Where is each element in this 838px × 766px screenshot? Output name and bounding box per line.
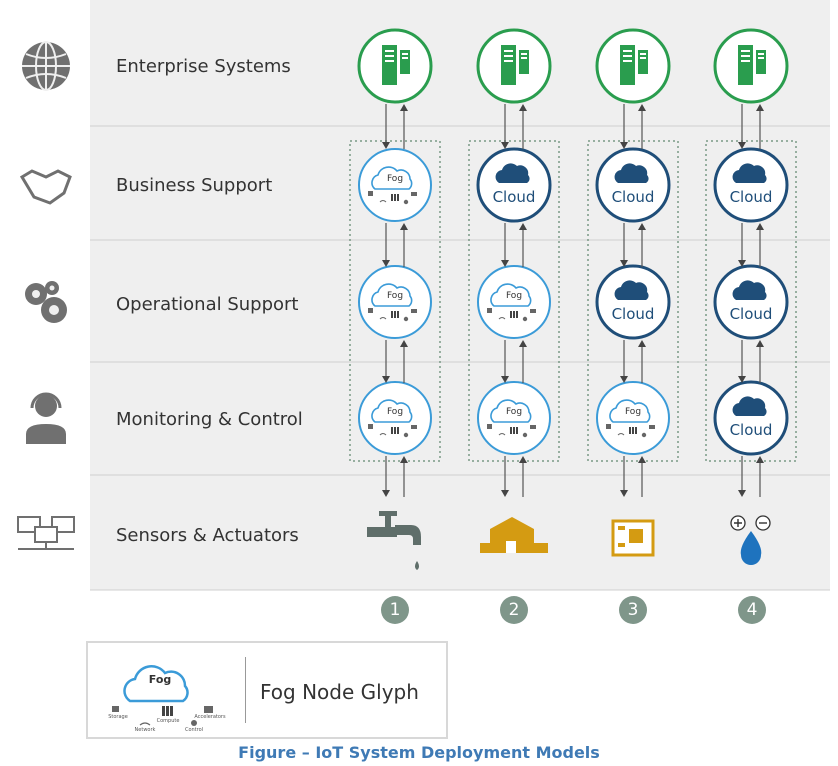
arrow-pair: [382, 223, 408, 267]
fog-node-label: Fog: [506, 291, 522, 301]
column-number-3: 3: [619, 596, 647, 624]
row-label-sensors: Sensors & Actuators: [116, 525, 299, 546]
legend-glyph-title: Fog: [149, 673, 172, 686]
globe-icon: [22, 41, 70, 91]
fog-node-icon: Fog: [477, 265, 551, 339]
legend-cloud-outline: [123, 665, 189, 703]
legend-part-label: Accelerators: [194, 714, 226, 720]
figure-caption: Figure – IoT System Deployment Models: [238, 743, 600, 762]
compute-bar: [162, 706, 165, 716]
arrow-pair: [620, 223, 646, 267]
server-node-icon: [595, 28, 671, 104]
compute-bar: [166, 706, 169, 716]
fog-node-label: Fog: [387, 174, 403, 184]
cloud-node-label: Cloud: [730, 305, 773, 323]
cloud-node-label: Cloud: [612, 305, 655, 323]
fog-node-label: Fog: [387, 407, 403, 417]
cloud-node-icon: Cloud: [595, 147, 671, 223]
gears-icon: [25, 281, 67, 323]
legend-label: Fog Node Glyph: [260, 680, 419, 704]
water-drop-charge-icon: [730, 515, 771, 565]
legend-part-label: Storage: [108, 714, 128, 720]
control-icon: [191, 720, 197, 726]
handshake-icon: [19, 169, 72, 205]
house-icon: [480, 517, 548, 553]
cloud-node-icon: Cloud: [476, 147, 552, 223]
fog-node-icon: Fog: [358, 381, 432, 455]
fog-node-label: Fog: [387, 291, 403, 301]
arrow-pair: [738, 104, 764, 149]
fog-node-icon: Fog: [477, 381, 551, 455]
tier-container: [587, 140, 679, 462]
column-number-1: 1: [381, 596, 409, 624]
fog-node-label: Fog: [506, 407, 522, 417]
server-node-icon: [713, 28, 789, 104]
network-icon: [17, 516, 75, 550]
arrow-pair: [382, 340, 408, 383]
cloud-node-label: Cloud: [730, 188, 773, 206]
arrow-pair: [620, 104, 646, 149]
cloud-node-icon: Cloud: [713, 380, 789, 456]
cloud-node-label: Cloud: [730, 421, 773, 439]
cloud-node-icon: Cloud: [713, 264, 789, 340]
arrow-pair: [738, 456, 764, 497]
fog-node-label: Fog: [625, 407, 641, 417]
arrow-pair: [501, 223, 527, 267]
cloud-node-icon: Cloud: [595, 264, 671, 340]
column-number-4: 4: [738, 596, 766, 624]
arrow-pair: [620, 456, 646, 497]
arrow-pair: [738, 340, 764, 383]
legend-part-label: Compute: [157, 718, 180, 724]
row-label-monitoring: Monitoring & Control: [116, 409, 303, 430]
network-wave-icon: [139, 722, 151, 726]
row-label-enterprise: Enterprise Systems: [116, 56, 291, 77]
fog-node-icon: Fog: [358, 265, 432, 339]
fog-node-icon: Fog: [358, 148, 432, 222]
arrow-pair: [738, 223, 764, 267]
cloud-node-icon: Cloud: [713, 147, 789, 223]
arrow-pair: [382, 104, 408, 149]
circuit-board-icon: [611, 519, 655, 557]
column-number-2: 2: [500, 596, 528, 624]
arrow-pair: [620, 340, 646, 383]
cloud-node-label: Cloud: [612, 188, 655, 206]
cloud-node-label: Cloud: [493, 188, 536, 206]
tier-container: [349, 140, 441, 462]
tier-container: [705, 140, 797, 462]
legend-part-label: Network: [135, 727, 156, 733]
fog-node-icon: Fog: [596, 381, 670, 455]
arrow-pair: [501, 104, 527, 149]
row-label-business: Business Support: [116, 175, 273, 196]
row-label-operational: Operational Support: [116, 294, 299, 315]
compute-bar: [170, 706, 173, 716]
legend-divider: [245, 657, 246, 723]
tier-container: [468, 140, 560, 462]
arrow-pair: [501, 340, 527, 383]
operator-icon: [26, 392, 66, 444]
arrow-pair: [382, 456, 408, 497]
storage-icon: [112, 706, 119, 712]
faucet-icon: [367, 511, 421, 570]
arrow-pair: [501, 456, 527, 497]
accelerator-icon: [204, 706, 213, 713]
legend-part-label: Control: [185, 727, 203, 733]
server-node-icon: [476, 28, 552, 104]
server-node-icon: [357, 28, 433, 104]
